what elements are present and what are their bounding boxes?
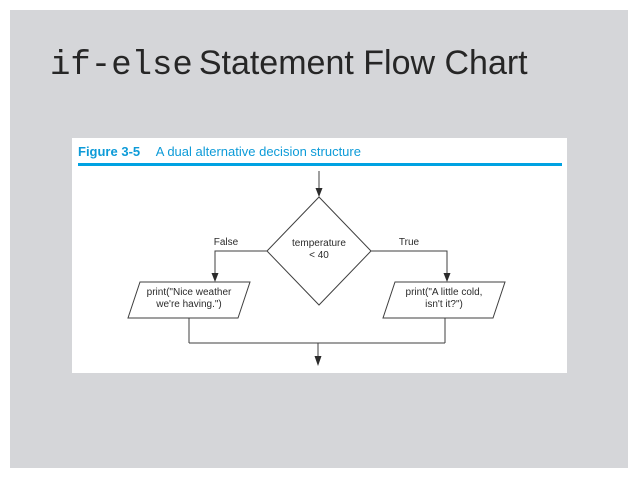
title-text: Statement Flow Chart — [198, 44, 528, 82]
exit-arrowhead-icon — [314, 356, 322, 366]
true-output-text: print("A little cold, isn't it?") — [384, 287, 504, 311]
true-branch-connector — [371, 250, 448, 274]
true-output-line2: isn't it?") — [425, 299, 463, 310]
figure-caption: A dual alternative decision structure — [155, 144, 361, 159]
false-output-line1: print("Nice weather — [146, 287, 232, 298]
figure-caption-row: Figure 3-5 A dual alternative decision s… — [78, 144, 361, 159]
true-arrowhead-icon — [443, 273, 451, 282]
true-output-line1: print("A little cold, — [405, 287, 483, 298]
figure-accent-rule — [78, 163, 562, 166]
output-parallelogram-false — [127, 281, 251, 319]
figure-panel: Figure 3-5 A dual alternative decision s… — [72, 138, 567, 373]
false-branch-label: False — [213, 237, 239, 248]
output-parallelogram-true — [382, 281, 506, 319]
decision-diamond — [266, 196, 372, 306]
decision-line1: temperature — [292, 238, 346, 249]
decision-line2: < 40 — [309, 250, 329, 261]
false-output-line2: we're having.") — [156, 299, 222, 310]
false-arrowhead-icon — [211, 273, 219, 282]
false-branch-connector — [214, 250, 267, 274]
flowchart-canvas — [127, 171, 506, 366]
true-branch-label: True — [398, 237, 420, 248]
false-output-text: print("Nice weather we're having.") — [129, 287, 249, 311]
title-code-keyword: if-else — [50, 47, 193, 85]
decision-node-text: temperature < 40 — [259, 238, 379, 262]
entry-arrowhead-icon — [315, 188, 323, 197]
figure-label: Figure 3-5 — [78, 144, 141, 159]
